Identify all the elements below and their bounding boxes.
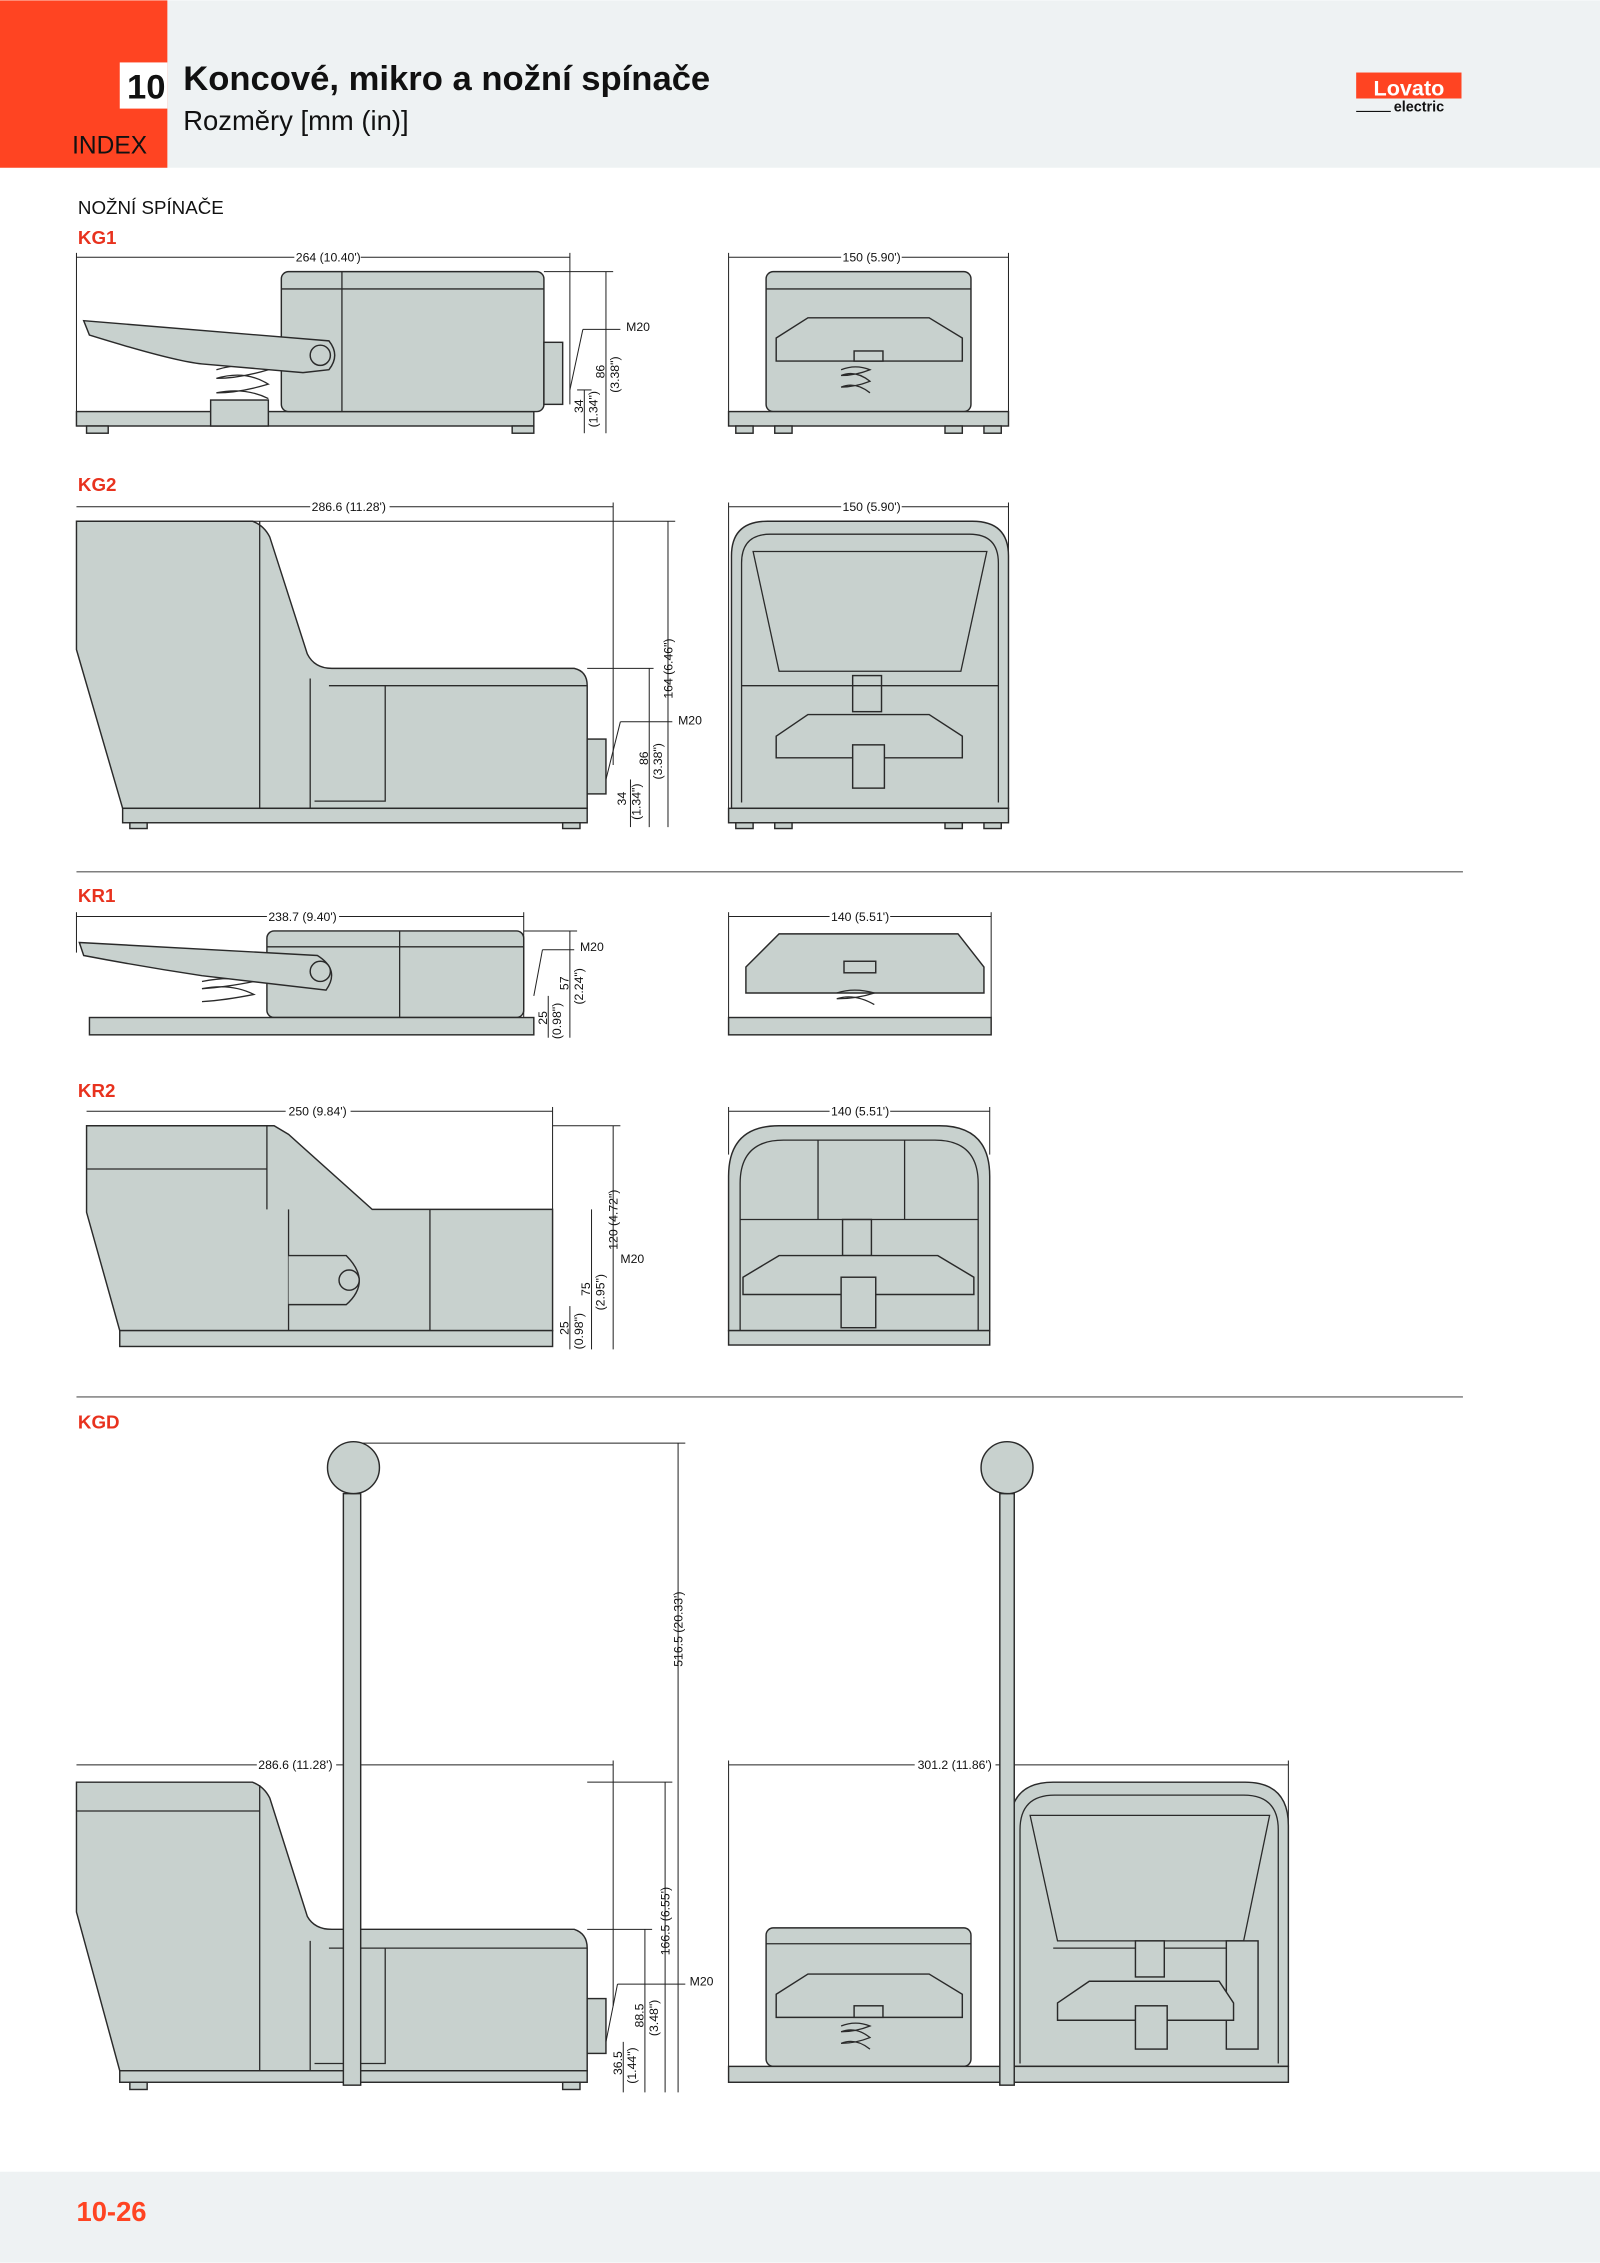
kg1-side-width: 264 (10.40') [296,251,361,265]
model-label-kg1: KG1 [78,227,117,248]
kg2-conn-in: (1.34") [630,784,644,820]
kg1-front-drawing: 150 (5.90') [727,248,1010,434]
lovato-logo: Lovato electric [1356,72,1462,115]
kg2-thread: M20 [678,714,702,728]
kr1-side-width: 238.7 (9.40') [268,910,336,924]
chapter-number-box [119,62,168,109]
kr1-conn-mm: 25 [536,1011,550,1025]
kg1-front-width: 150 (5.90') [843,251,901,265]
kg2-conn-mm: 34 [615,792,629,806]
kg2-total-height: 164 (6.46") [661,638,675,698]
index-link[interactable]: INDEX [72,132,147,159]
kgd-front-drawing: 301.2 (11.86') [727,1440,1290,2086]
kr2-total-height: 120 (4.72") [606,1190,620,1250]
kgd-front-width: 301.2 (11.86') [918,1758,992,1772]
kr2-front-drawing: 140 (5.51') [727,1102,991,1346]
kgd-lever-knob [326,1440,381,1495]
model-label-kgd: KGD [78,1412,120,1433]
kg1-thread: M20 [626,320,650,334]
kgd-total-height: 166.5 (6.55') [658,1887,672,1955]
kr2-height-mm: 75 [579,1282,593,1296]
kgd-conn-in: (1.44") [625,2047,639,2083]
header-band [0,0,1600,168]
kgd-height-in: (3.48") [647,2000,661,2036]
model-label-kg2: KG2 [78,474,117,495]
kg2-front-drawing: 150 (5.90') [727,498,1010,830]
kr1-height-mm: 57 [557,976,571,990]
kr2-conn-mm: 25 [557,1321,571,1335]
section-title: NOŽNÍ SPÍNAČE [78,197,224,218]
kg2-side-drawing: 286.6 (11.28') M20 164 (6.46") 86(3.38")… [75,498,702,830]
kgd-side-width: 286.6 (11.28') [258,1758,332,1772]
logo-sub: electric [1394,99,1444,115]
kr2-height-in: (2.95") [594,1274,608,1310]
page-number: 10-26 [76,2196,146,2227]
kr2-side-width: 250 (9.84') [289,1105,347,1119]
kr1-height-in: (2.24") [572,968,586,1004]
kr2-thread: M20 [620,1252,644,1266]
kg2-height-in: (3.38") [651,743,665,779]
kr2-side-drawing: 250 (9.84') M20 120 (4.72") 75(2.95") 25… [85,1102,644,1350]
kg1-height-mm: 86 [594,365,608,379]
kgd-height-mm: 88.5 [632,2003,646,2027]
kr1-thread: M20 [580,940,604,954]
kr2-front-width: 140 (5.51') [831,1105,889,1119]
kgd-lever-height: 516.5 (20.33') [671,1592,685,1667]
kg2-front-width: 150 (5.90') [843,500,901,514]
kr1-front-width: 140 (5.51') [831,910,889,924]
kg2-side-width: 286.6 (11.28') [312,500,386,514]
chapter-number: 10 [127,68,166,106]
kgd-conn-mm: 36.5 [611,2051,625,2075]
logo-brand: Lovato [1373,76,1444,101]
page-subtitle: Rozměry [mm (in)] [183,105,408,136]
kg1-conn-in: (1.34") [586,391,600,427]
kg1-height-in: (3.38") [608,356,622,392]
kr1-front-drawing: 140 (5.51') [727,907,992,1036]
kr2-conn-in: (0.98") [572,1313,586,1349]
kgd-thread: M20 [690,1975,714,1989]
kr1-conn-in: (0.98") [550,1003,564,1039]
kgd-side-drawing: 516.5 (20.33') 286.6 (11.28') M20 166.5 … [75,1440,714,2093]
kg1-conn-mm: 34 [572,399,586,413]
model-label-kr1: KR1 [78,885,116,906]
page-title: Koncové, mikro a nožní spínače [183,60,710,98]
kr1-side-drawing: 238.7 (9.40') M20 57(2.24") 25(0.98") [75,907,604,1039]
kg2-height-mm: 86 [637,751,651,765]
footer-band [0,2171,1600,2263]
kg1-side-drawing: 264 (10.40') M20 86(3.38") 34(1.34") [75,248,650,434]
model-label-kr2: KR2 [78,1080,116,1101]
kgd-lever-knob-front [980,1440,1034,1495]
